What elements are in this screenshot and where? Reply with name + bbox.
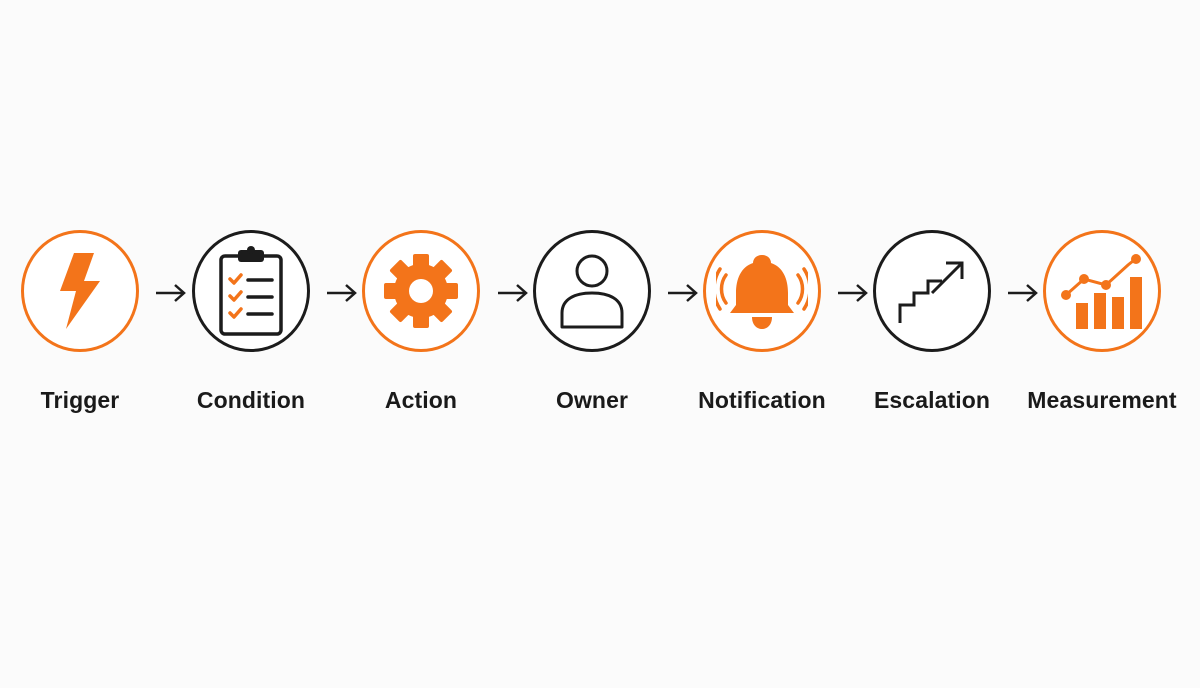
step-label-notification: Notification xyxy=(698,387,826,413)
step-label-condition: Condition xyxy=(196,387,306,413)
arrow-right-icon xyxy=(836,283,870,303)
step-action: Action xyxy=(349,230,499,430)
lightning-bolt-icon xyxy=(60,253,100,329)
step-label-action: Action xyxy=(384,387,458,413)
notification-circle xyxy=(703,230,821,352)
step-owner: Owner xyxy=(520,230,670,430)
user-icon xyxy=(560,254,624,329)
stairs-up-arrow-icon xyxy=(898,261,964,323)
arrow-right-icon xyxy=(154,283,188,303)
step-trigger: Trigger xyxy=(8,230,158,430)
arrow-right-icon xyxy=(666,283,700,303)
step-measurement: Measurement xyxy=(1027,230,1180,430)
gear-icon xyxy=(384,254,458,328)
arrow-right-icon xyxy=(1006,283,1040,303)
step-label-trigger: Trigger xyxy=(40,387,120,413)
checklist-clipboard-icon xyxy=(219,246,283,336)
trigger-circle xyxy=(21,230,139,352)
step-condition: Condition xyxy=(179,230,329,430)
step-escalation: Escalation xyxy=(860,230,1010,430)
bar-line-chart-icon xyxy=(1061,254,1142,329)
condition-circle xyxy=(192,230,310,352)
arrow-right-icon xyxy=(496,283,530,303)
step-notification: Notification xyxy=(690,230,840,430)
escalation-circle xyxy=(873,230,991,352)
owner-circle xyxy=(533,230,651,352)
action-circle xyxy=(362,230,480,352)
step-label-measurement: Measurement xyxy=(1027,387,1177,413)
bell-icon xyxy=(716,255,808,329)
arrow-right-icon xyxy=(325,283,359,303)
step-label-escalation: Escalation xyxy=(873,387,991,413)
measurement-circle xyxy=(1043,230,1161,352)
step-label-owner: Owner xyxy=(555,387,629,413)
